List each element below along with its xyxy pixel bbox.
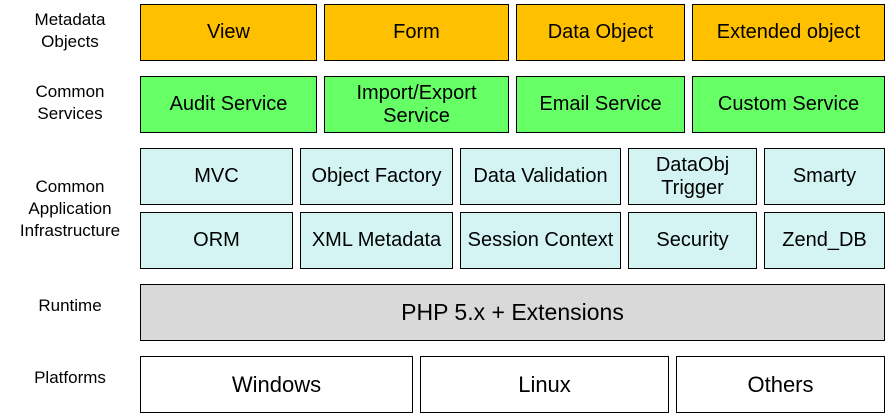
mvc-box: MVC [140, 148, 293, 205]
common-services-label: Common Services [35, 82, 105, 123]
metadata-extended-object-box: Extended object [692, 4, 885, 61]
metadata-objects-label: Metadata Objects [34, 10, 106, 51]
windows-platform-box: Windows [140, 356, 413, 413]
metadata-data-object-box: Data Object [516, 4, 685, 61]
orm-box: ORM [140, 212, 293, 269]
object-factory-box: Object Factory [300, 148, 453, 205]
xml-metadata-box: XML Metadata [300, 212, 453, 269]
zend-db-box: Zend_DB [764, 212, 885, 269]
audit-service-box: Audit Service [140, 76, 317, 133]
security-box: Security [628, 212, 757, 269]
runtime-label: Runtime [38, 296, 102, 315]
common-application-infrastructure-label: Common Application Infrastructure [19, 177, 121, 240]
data-validation-box: Data Validation [460, 148, 621, 205]
dataobj-trigger-box: DataObj Trigger [628, 148, 757, 205]
others-platform-box: Others [676, 356, 885, 413]
metadata-form-box: Form [324, 4, 509, 61]
linux-platform-box: Linux [420, 356, 669, 413]
platforms-label: Platforms [34, 368, 106, 387]
custom-service-box: Custom Service [692, 76, 885, 133]
metadata-view-box: View [140, 4, 317, 61]
php-extensions-box: PHP 5.x + Extensions [140, 284, 885, 341]
smarty-box: Smarty [764, 148, 885, 205]
import-export-service-box: Import/Export Service [324, 76, 509, 133]
session-context-box: Session Context [460, 212, 621, 269]
email-service-box: Email Service [516, 76, 685, 133]
